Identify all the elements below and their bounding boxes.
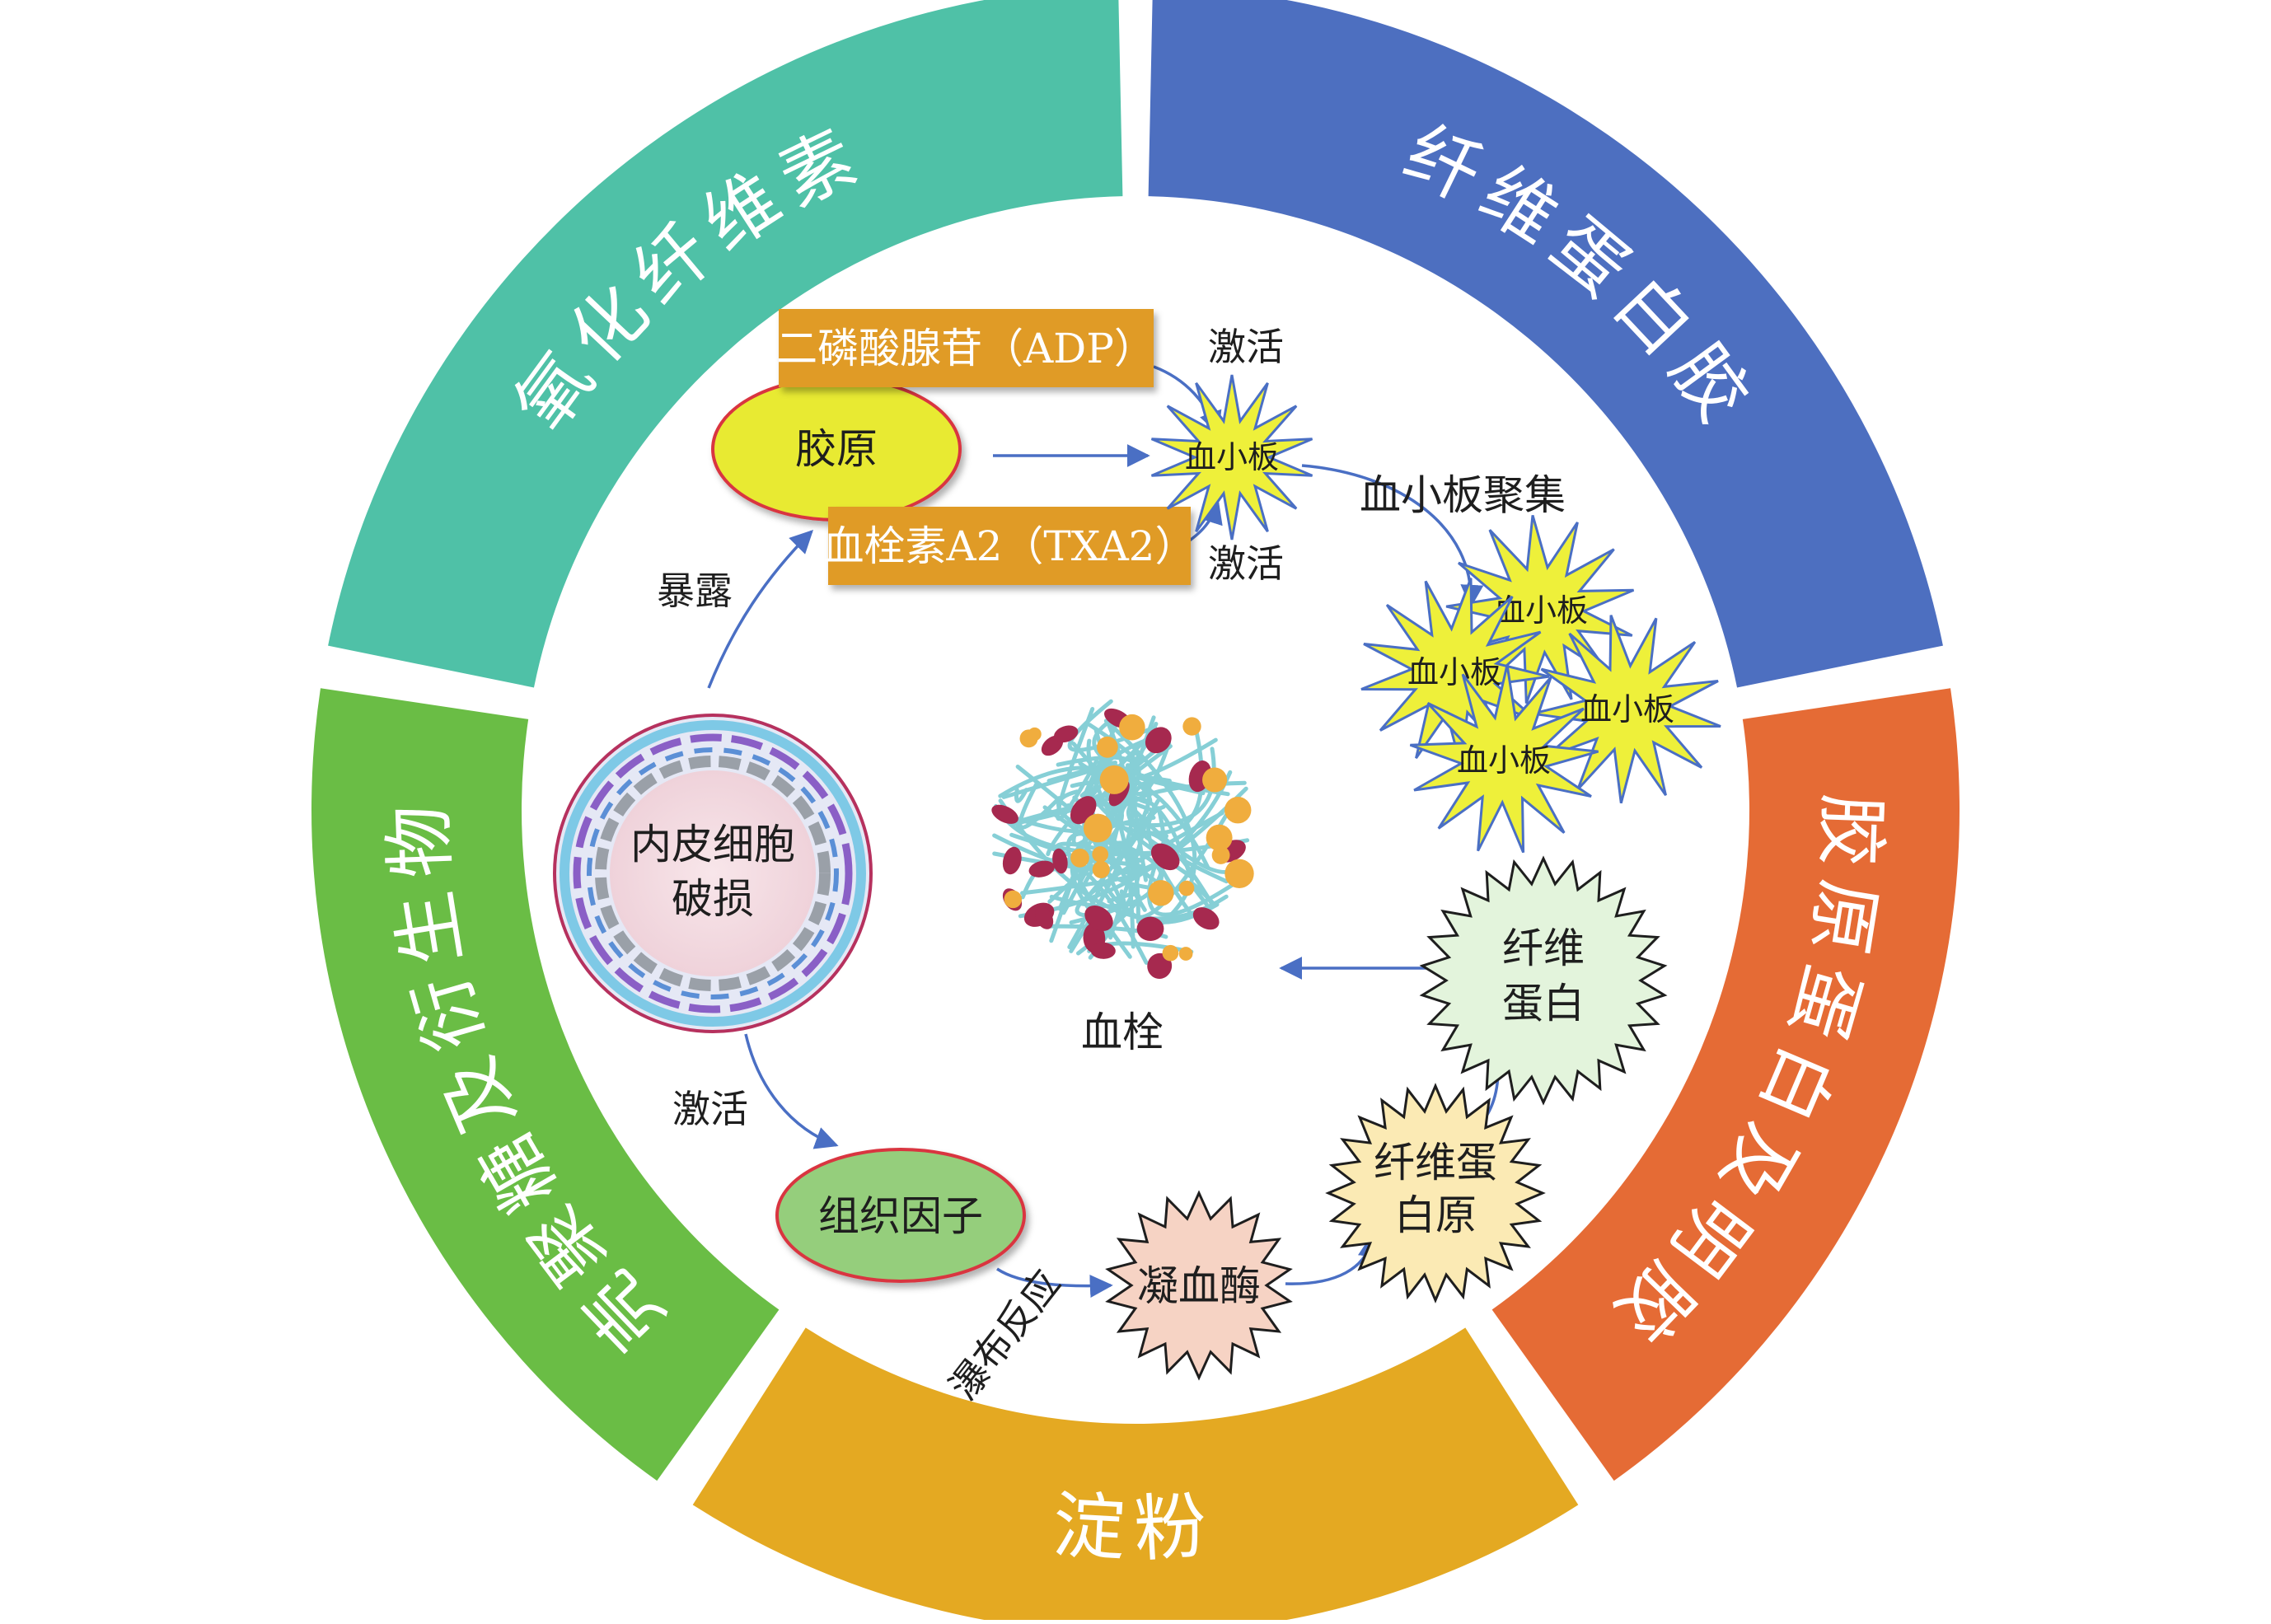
- ring-label-starch: 淀粉: [1051, 1482, 1220, 1572]
- activate-label-tissue: 激活: [672, 1087, 748, 1131]
- platelet-cell: [1070, 848, 1089, 868]
- fibrin-fiber: [1056, 707, 1099, 821]
- cluster-platelet-label: 血小板: [1457, 742, 1551, 779]
- fibrin-star-shape: [1419, 855, 1668, 1106]
- fibrin-fiber: [1018, 770, 1233, 919]
- endothelium-label-line1: 内皮细胞: [630, 821, 795, 868]
- ring: [311, 0, 1960, 1624]
- fibrin-fiber: [1014, 787, 1028, 803]
- fibrin-label-line1: 纤维: [1502, 924, 1585, 972]
- thrombin-node: 凝血酶: [1105, 1190, 1293, 1381]
- platelet-star-shape: [1150, 374, 1313, 541]
- ring-segment-fibrin-glue: [1148, 0, 1943, 688]
- platelet-cell: [1092, 846, 1109, 863]
- cascade-label: 瀑布反应: [940, 1261, 1069, 1408]
- fibrin-node: 纤维 蛋白: [1419, 855, 1668, 1106]
- platelet-cell: [1162, 944, 1179, 962]
- tissue-factor-node: 组织因子: [775, 1148, 1026, 1283]
- fibrin-fiber: [992, 832, 1093, 870]
- cluster-platelet-label: 血小板: [1580, 691, 1674, 728]
- cluster-platelet-star: [1532, 615, 1721, 804]
- fibrinogen-label-line2: 白原: [1394, 1191, 1477, 1239]
- red-blood-cell: [991, 804, 1018, 824]
- platelet-cell: [1092, 860, 1110, 878]
- red-blood-cell: [1054, 725, 1079, 743]
- fibrinogen-label-line1: 纤维蛋: [1374, 1139, 1497, 1186]
- fibrin-fiber: [1049, 806, 1167, 909]
- platelet-node: 血小板: [1150, 374, 1313, 541]
- arrow-aggregation: [1301, 464, 1484, 608]
- platelet-cell: [1178, 880, 1195, 896]
- txa2-label: 血栓素A2（TXA2）: [822, 522, 1196, 570]
- fibrin-fiber: [1067, 699, 1157, 752]
- red-blood-cell: [1090, 942, 1116, 959]
- thrombus-label: 血栓: [1081, 1009, 1164, 1056]
- cluster-platelet-star: [1409, 664, 1599, 854]
- platelet-cell: [1224, 859, 1254, 888]
- red-blood-cell: [1028, 860, 1055, 878]
- fibrin-fiber: [1075, 811, 1224, 918]
- platelet-cell: [1004, 890, 1023, 909]
- adp-box: 二磷酸腺苷（ADP）: [776, 309, 1155, 387]
- red-blood-cell: [1052, 848, 1068, 874]
- vessel-cross-section: 内皮细胞 破损: [553, 714, 873, 1033]
- red-blood-cell: [1002, 846, 1022, 875]
- red-blood-cell: [1150, 843, 1180, 871]
- ring-segment-collagen-gelatin: [1491, 688, 1960, 1481]
- ring-segment-chitosan: [311, 688, 780, 1481]
- platelet-cell: [1211, 845, 1230, 864]
- fibrinogen-star-shape: [1325, 1083, 1546, 1303]
- arrow-cascade: [996, 1267, 1113, 1299]
- activate-label-adp: 激活: [1208, 325, 1284, 369]
- txa2-box: 血栓素A2（TXA2）: [822, 507, 1196, 585]
- thrombus-clot: [991, 699, 1254, 979]
- platelet-cell: [1119, 714, 1145, 741]
- fibrin-label-line2: 蛋白: [1502, 980, 1585, 1027]
- exposure-label: 暴露: [657, 569, 733, 613]
- tissue-factor-label: 组织因子: [818, 1192, 983, 1240]
- ring-segment-starch: [692, 1327, 1579, 1624]
- platelet-cell: [1148, 880, 1174, 906]
- thrombin-star-shape: [1105, 1190, 1293, 1381]
- red-blood-cell: [1084, 906, 1113, 931]
- platelet-cell: [1182, 717, 1201, 736]
- red-blood-cell: [1192, 907, 1220, 930]
- fibrinogen-node: 纤维蛋 白原: [1325, 1083, 1546, 1303]
- fibrin-fiber: [1069, 779, 1135, 953]
- activate-label-txa2: 激活: [1208, 541, 1284, 586]
- collagen-node: 胶原: [711, 377, 962, 522]
- fibrin-fiber: [1088, 723, 1139, 768]
- platelet-cell: [1099, 765, 1129, 794]
- red-blood-cell: [1145, 727, 1172, 754]
- platelet-cell: [1097, 736, 1118, 758]
- platelet-cell: [1224, 796, 1252, 824]
- platelet-aggregation-label: 血小板聚集: [1360, 471, 1566, 519]
- platelet-cell: [1083, 813, 1112, 843]
- thrombin-label: 凝血酶: [1137, 1262, 1261, 1310]
- platelet-cell: [1178, 947, 1193, 961]
- ring-segment-oxidized-cellulose: [328, 0, 1123, 688]
- adp-label: 二磷酸腺苷（ADP）: [776, 325, 1155, 372]
- fibrin-fiber: [1086, 738, 1117, 822]
- cluster-platelet-label: 血小板: [1494, 592, 1588, 629]
- platelet-cell: [1028, 727, 1042, 742]
- platelet-cell: [1206, 824, 1233, 851]
- platelet-label: 血小板: [1185, 439, 1279, 475]
- platelet-cell: [1202, 767, 1228, 793]
- fibrin-fiber: [1136, 775, 1206, 796]
- red-blood-cell: [1035, 906, 1054, 929]
- arrow-exposure: [707, 530, 813, 689]
- arrow-tissue-factor-activate: [744, 1033, 839, 1149]
- red-blood-cell: [1136, 916, 1164, 942]
- collagen-label: 胶原: [795, 425, 878, 473]
- cluster-platelet-label: 血小板: [1407, 654, 1501, 690]
- endothelium-label-line2: 破损: [672, 875, 754, 923]
